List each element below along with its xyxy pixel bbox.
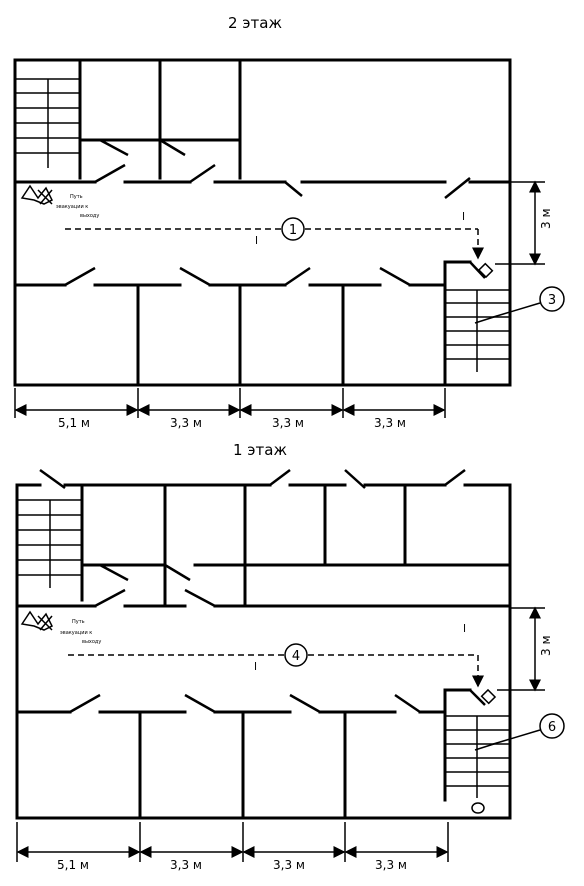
floor-1-dim-1: 5,1 м bbox=[57, 858, 89, 872]
floor-2-dimensions: 5,1 м 3,3 м 3,3 м 3,3 м bbox=[14, 388, 446, 430]
floor-2-title: 2 этаж bbox=[228, 14, 282, 32]
floor-2-staircase-right bbox=[443, 260, 510, 387]
floor-2-dim-4: 3,3 м bbox=[374, 416, 406, 430]
floor-2-corridor-top-wall bbox=[13, 138, 512, 199]
floor-1-l-corridor: l bbox=[254, 660, 257, 673]
floor-1-title: 1 этаж bbox=[233, 441, 287, 459]
floor-1-dimensions: 5,1 м 3,3 м 3,3 м 3,3 м bbox=[16, 822, 449, 872]
floor-1-stair-label: 6 bbox=[548, 720, 556, 735]
floor-1-exit-door-icon bbox=[471, 802, 485, 814]
floor-2-evacuation-sign-icon bbox=[20, 184, 54, 205]
floor-1-height-dim: 3 м bbox=[539, 635, 553, 656]
floor-2-l-corridor: l bbox=[255, 234, 258, 247]
floor-2-route-circle bbox=[281, 217, 305, 241]
floor-2-sign-line1: Путь bbox=[70, 194, 83, 200]
floor-2: 2 этаж bbox=[13, 14, 565, 430]
floor-1-exit-marker-icon bbox=[480, 688, 497, 705]
floor-1-staircase-left bbox=[17, 483, 84, 602]
floor-1-corridor-top-wall bbox=[15, 588, 512, 608]
floor-1-sign-line1: Путь bbox=[72, 619, 85, 625]
floor-1-sign-line2: эвакуации к bbox=[60, 630, 92, 636]
floor-2-dim-1: 5,1 м bbox=[58, 416, 90, 430]
floor-1-dim-4: 3,3 м bbox=[375, 858, 407, 872]
floor-2-l-vertical: l bbox=[462, 210, 465, 223]
floor-2-staircase-left bbox=[15, 58, 82, 180]
floor-1-stair-circle bbox=[539, 713, 565, 739]
floor-1-dim-3: 3,3 м bbox=[273, 858, 305, 872]
floor-2-height-dim: 3 м bbox=[539, 208, 553, 229]
floor-2-stair-label: 3 bbox=[548, 293, 556, 308]
floor-2-stair-circle bbox=[539, 286, 565, 312]
floor-2-exit-marker-icon bbox=[477, 262, 494, 279]
floor-2-dim-3: 3,3 м bbox=[272, 416, 304, 430]
floor-1-l-vertical: l bbox=[463, 622, 466, 635]
floor-2-corridor-bottom-wall bbox=[13, 266, 447, 287]
floor-2-dim-2: 3,3 м bbox=[170, 416, 202, 430]
floor-2-sign-line2: эвакуации к bbox=[56, 204, 88, 210]
floor-1-corridor-bottom-wall bbox=[15, 693, 447, 714]
floor-1-evacuation-sign-icon bbox=[20, 610, 54, 631]
floor-1: 1 этаж bbox=[15, 441, 565, 872]
floor-1-outer-wall bbox=[15, 468, 512, 820]
floor-1-dim-2: 3,3 м bbox=[170, 858, 202, 872]
floor-2-route-label: 1 bbox=[289, 223, 297, 238]
floor-2-outer-wall bbox=[13, 58, 512, 387]
floor-1-route-circle bbox=[284, 643, 308, 667]
floor-1-route-label: 4 bbox=[292, 649, 300, 664]
floor-1-sign-line3: выходу bbox=[82, 639, 101, 645]
floor-2-sign-line3: выходу bbox=[80, 213, 99, 219]
floor-1-staircase-right bbox=[443, 688, 510, 814]
